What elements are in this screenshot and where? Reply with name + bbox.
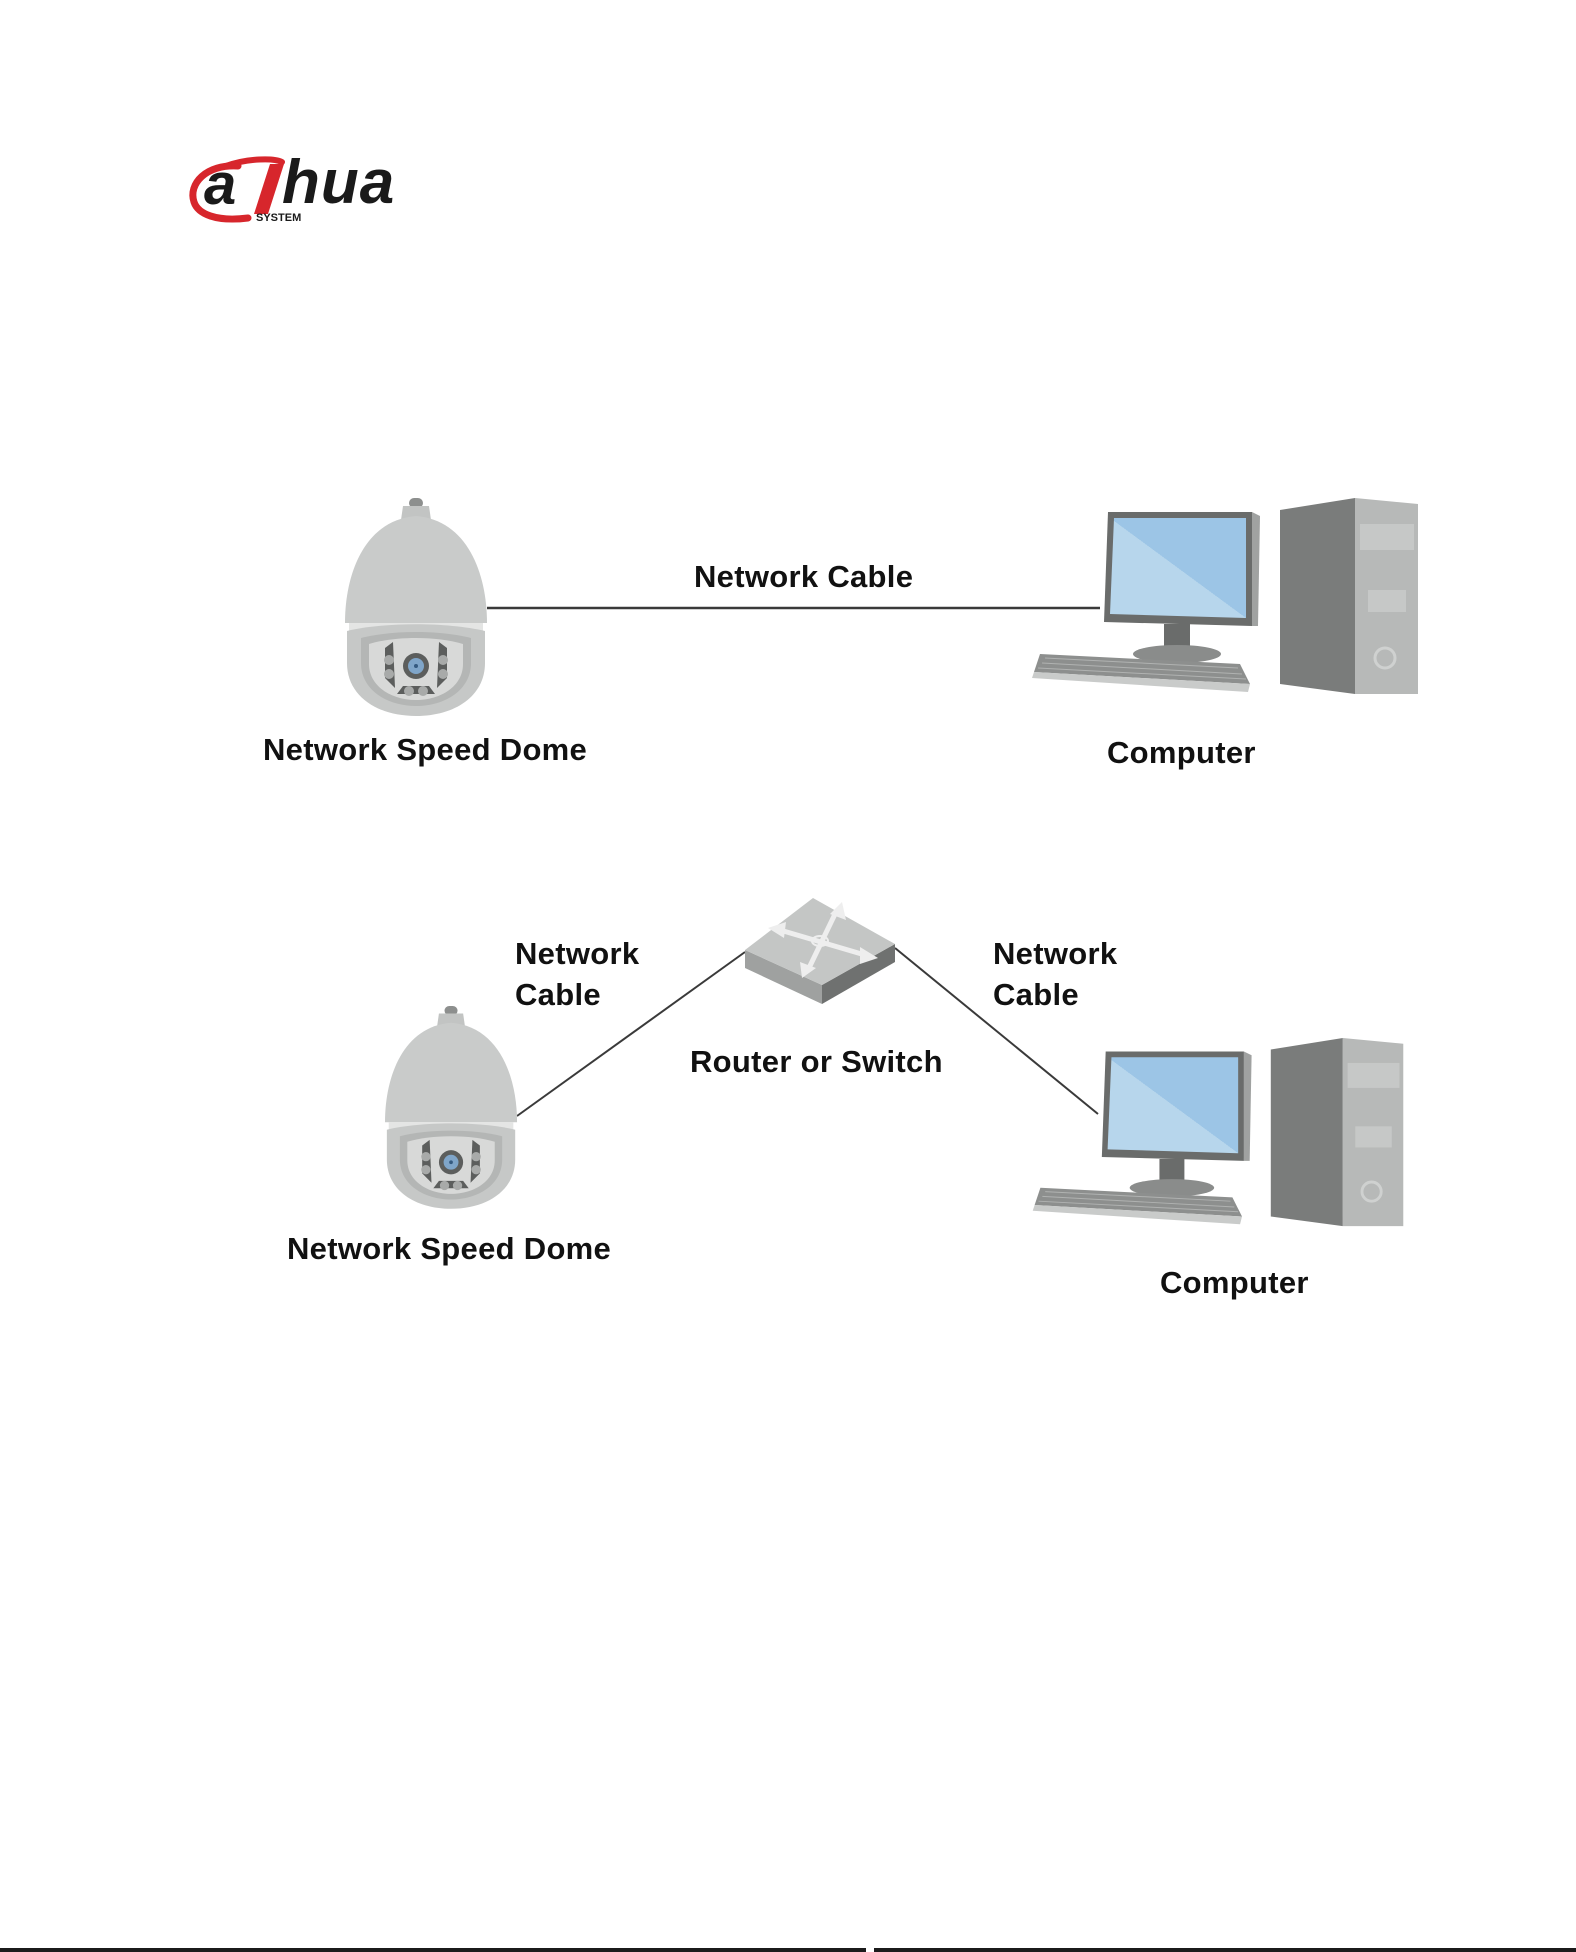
- computer-label: Computer: [1160, 1267, 1309, 1298]
- computer-label: Computer: [1107, 737, 1256, 768]
- desktop-computer-icon: [1033, 1038, 1404, 1226]
- router-switch-label: Router or Switch: [690, 1046, 943, 1077]
- speed-dome-label: Network Speed Dome: [263, 734, 587, 765]
- cable-label-right: Network Cable: [993, 933, 1117, 1015]
- desktop-computer-icon: [1032, 498, 1418, 694]
- cable-label-left: Network Cable: [515, 933, 639, 1015]
- speed-dome-camera-icon: [345, 498, 487, 716]
- speed-dome-camera-icon: [385, 1006, 517, 1209]
- cable-label: Network Cable: [694, 561, 913, 592]
- page-bottom-edge: [0, 1948, 1576, 1952]
- speed-dome-label: Network Speed Dome: [287, 1233, 611, 1264]
- page-bottom-gap: [866, 1948, 874, 1952]
- router-switch-icon: [745, 898, 895, 1004]
